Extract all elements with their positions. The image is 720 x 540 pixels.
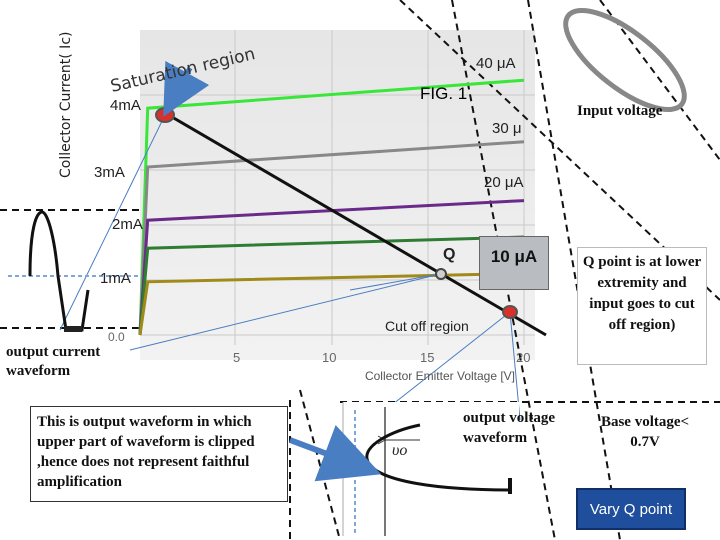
x-tick-labels: 5 10 15 20: [233, 350, 530, 365]
cutoff-point: [502, 305, 518, 319]
vary-q-point-button[interactable]: Vary Q point: [576, 488, 686, 530]
label-20ua: 20 μA: [484, 174, 524, 191]
x-tick: 15: [420, 350, 434, 365]
y-tick-zero: 0.0: [108, 330, 125, 344]
saturation-arrow: [163, 60, 210, 117]
x-tick: 20: [516, 350, 530, 365]
label-30ua: 30 μ: [492, 120, 522, 137]
label-40ua: 40 μA: [476, 55, 516, 72]
x-axis-label: Collector Emitter Voltage [V]: [365, 369, 515, 383]
ic-3ma: 3mA: [94, 164, 125, 181]
cutoff-region-label: Cut off region: [385, 318, 469, 334]
ic-1ma: 1mA: [100, 270, 131, 287]
q-label: Q: [443, 246, 456, 263]
output-current-label: output current waveform: [6, 344, 101, 379]
ib-curve: [138, 235, 525, 336]
q-point-note: Q point is at lower extremity and input …: [577, 247, 707, 365]
vo-symbol: υo: [392, 442, 407, 459]
characteristic-curves: [138, 78, 525, 336]
clip-note-arrow: [288, 425, 382, 482]
x-tick: 5: [233, 350, 240, 365]
vary-q-point-label: Vary Q point: [589, 500, 673, 518]
q-point: [435, 268, 447, 280]
load-line: [159, 108, 547, 337]
y-axis-label: Collector Current( Ic): [58, 32, 74, 178]
input-voltage-label: Input voltage: [577, 103, 663, 119]
fig-label: FIG. 1: [420, 84, 468, 103]
ic-4ma: 4mA: [110, 97, 141, 114]
x-tick: 10: [322, 350, 336, 365]
saturation-point: [155, 107, 175, 123]
graph-background: [140, 30, 535, 360]
output-current-waveform: [8, 210, 140, 332]
ic-2ma: 2mA: [112, 216, 143, 233]
clipping-note: This is output waveform in which upper p…: [30, 406, 288, 502]
output-voltage-label: output voltage waveform: [463, 410, 556, 446]
base-voltage-label: Base voltage< 0.7V: [600, 414, 690, 450]
ib-curve: [138, 271, 525, 336]
label-10ua: 10 μA: [479, 236, 549, 290]
input-waveform: [563, 7, 687, 113]
